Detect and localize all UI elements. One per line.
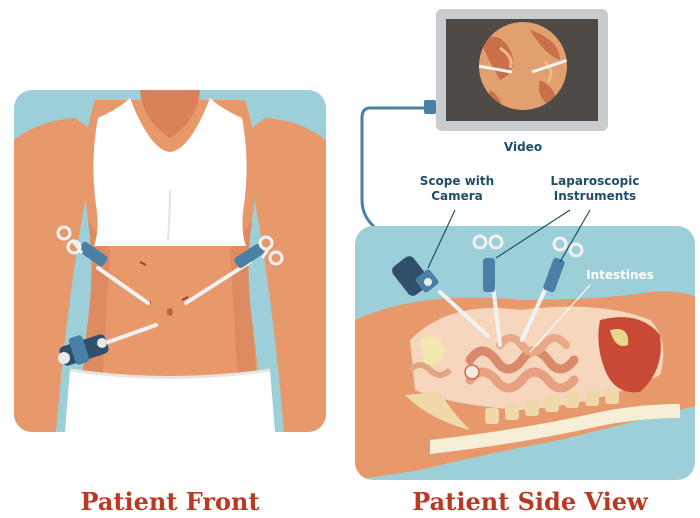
scissors-handle-icon xyxy=(258,235,274,251)
incision-right xyxy=(181,296,189,301)
pelvis xyxy=(405,392,470,430)
patient-side-panel xyxy=(355,209,695,480)
scissors-handle-icon xyxy=(56,225,72,241)
bladder xyxy=(420,336,445,366)
patient-front-panel xyxy=(14,90,326,432)
navel xyxy=(167,308,173,316)
side-scope-camera xyxy=(392,256,490,338)
gallbladder xyxy=(610,329,629,346)
white-top xyxy=(93,98,247,246)
waistband xyxy=(69,368,271,379)
scissors-handle-icon xyxy=(472,234,488,250)
video-monitor xyxy=(360,9,608,254)
instrument-leader-line-1 xyxy=(495,209,571,259)
top-fold xyxy=(167,189,171,241)
lower-organ xyxy=(407,362,453,378)
front-instrument-left xyxy=(56,225,150,305)
intestines-label: Intestines xyxy=(586,268,654,282)
patient-side-view-caption: Patient Side View xyxy=(412,487,648,516)
instrument-leader-line-2 xyxy=(559,209,591,263)
video-cable xyxy=(360,106,426,254)
gas-bubble xyxy=(464,364,480,380)
monitor-port xyxy=(424,100,436,114)
incision-upper xyxy=(139,261,147,266)
spine xyxy=(405,388,680,454)
intestines xyxy=(465,334,579,393)
right-arm xyxy=(242,118,326,432)
intestines-leader-line xyxy=(529,284,591,353)
patient-front-caption: Patient Front xyxy=(80,487,260,516)
front-scope-camera xyxy=(58,323,158,366)
front-instrument-right xyxy=(184,235,284,305)
side-instrument-1 xyxy=(472,234,504,347)
laparoscopic-instruments-label: Laparoscopic Instruments xyxy=(550,174,640,203)
neck xyxy=(140,90,200,138)
video-label: Video xyxy=(503,140,543,154)
left-arm xyxy=(14,118,98,432)
pants xyxy=(65,370,275,432)
scope-with-camera-label: Scope with Camera xyxy=(419,174,495,203)
scissors-handle-icon xyxy=(552,236,568,252)
scope-leader-line xyxy=(427,209,456,269)
side-instrument-2 xyxy=(520,236,584,342)
